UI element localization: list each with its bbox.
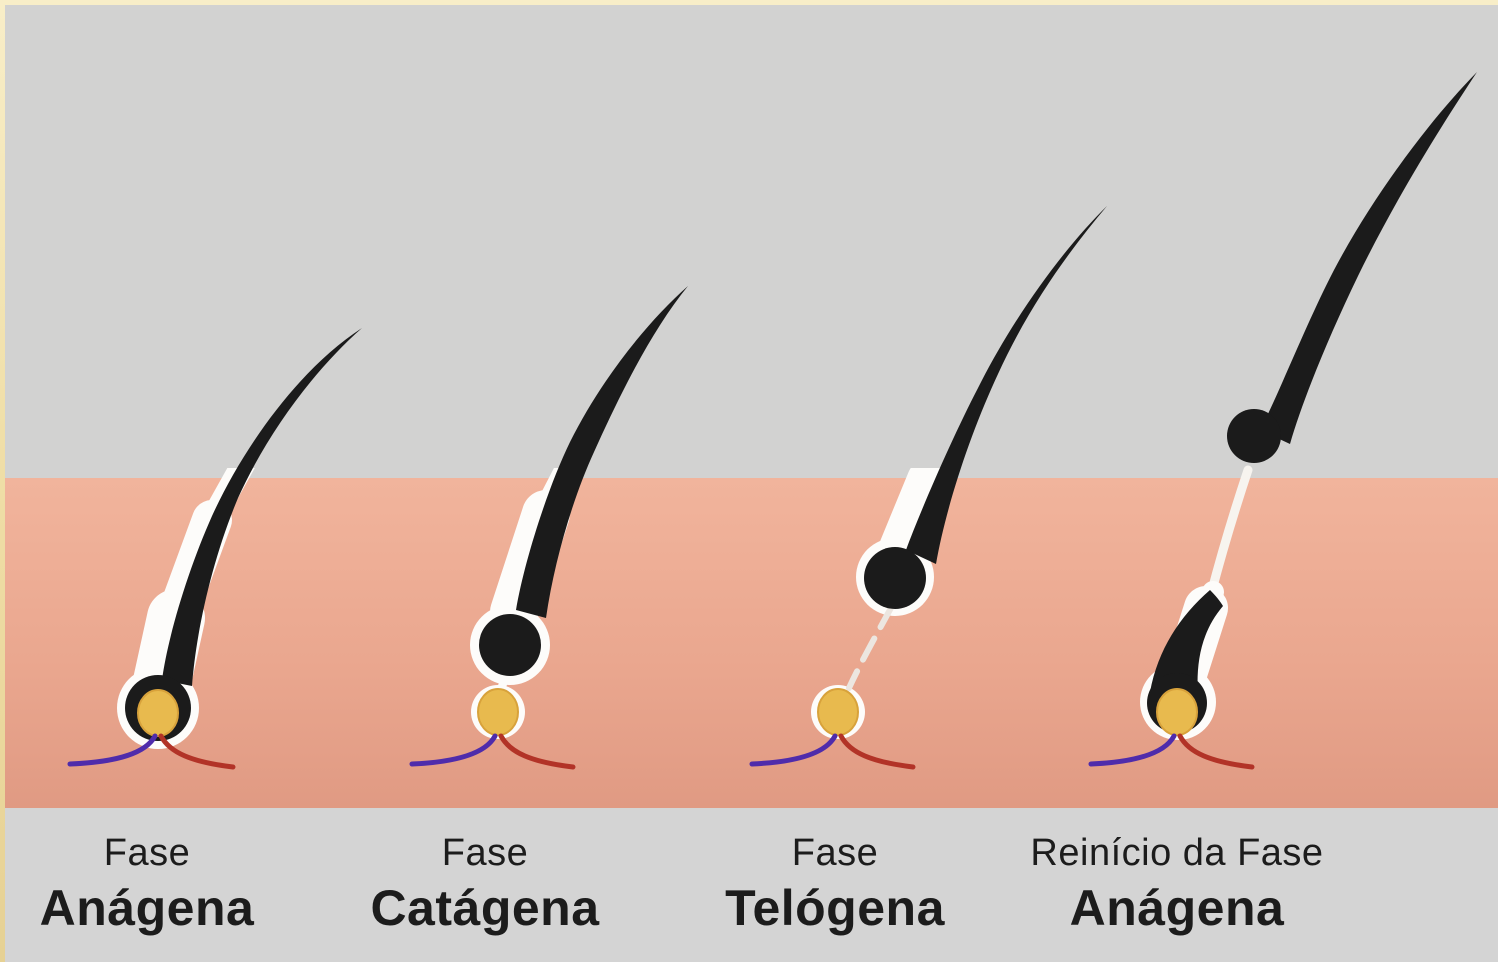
blood-vessel-vein — [749, 733, 838, 767]
blood-vessel-vein — [409, 733, 498, 767]
shed-hair-strand — [1206, 465, 1253, 599]
hair-shaft — [516, 286, 688, 618]
follicle-telogen — [749, 206, 1107, 770]
new-hair-germ — [1150, 590, 1223, 696]
dermal-papilla — [817, 688, 859, 736]
dermal-papilla — [137, 689, 179, 737]
follicle-anagen — [67, 328, 362, 770]
follicle-catagen — [409, 286, 688, 770]
caption-band — [5, 808, 1498, 962]
shed-hair-shaft — [1260, 72, 1477, 444]
dermal-papilla — [477, 688, 519, 736]
epidermis-above-skin — [5, 5, 1498, 478]
blood-vessel-artery — [838, 733, 916, 770]
blood-vessel-vein — [1088, 733, 1177, 767]
club-hair-bulb — [864, 547, 926, 609]
blood-vessel-artery — [498, 733, 576, 770]
shed-club-hair — [1227, 409, 1281, 463]
follicle-anagen-restart — [1088, 72, 1477, 770]
detaching-strand — [846, 603, 895, 691]
blood-vessel-artery — [1177, 733, 1255, 770]
blood-vessel-vein — [67, 733, 158, 767]
blood-vessel-artery — [158, 733, 236, 770]
hair-shaft — [162, 328, 362, 686]
dermis-skin-layer — [5, 478, 1498, 808]
hair-shaft — [906, 206, 1107, 564]
dermal-papilla — [1156, 688, 1198, 736]
club-hair-bulb — [479, 614, 541, 676]
